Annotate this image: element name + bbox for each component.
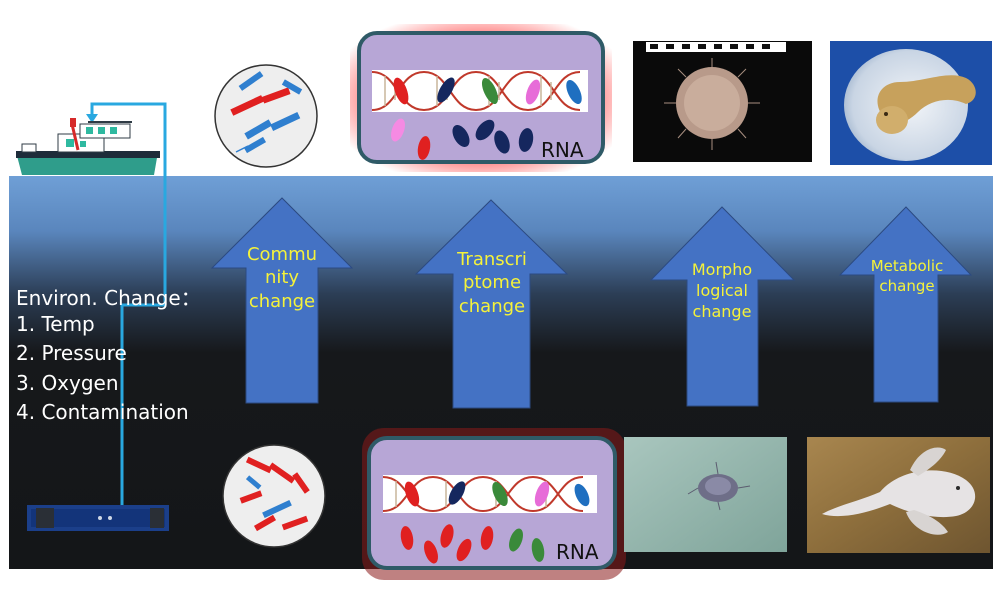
sensor-device-icon	[27, 505, 169, 531]
deep-rna-panel	[362, 428, 626, 580]
tether-arrowhead	[86, 114, 98, 123]
morphological-change-arrow	[649, 206, 796, 407]
surface-microbe-community-icon	[214, 64, 318, 168]
metabolic-change-label: Metabolic change	[870, 257, 944, 295]
transcriptome-change-arrow	[414, 199, 569, 409]
environment-item-pressure: 2. Pressure	[16, 341, 127, 365]
transcriptome-change-label: Transcri ptome change	[457, 249, 527, 317]
environment-item-temp: 1. Temp	[16, 312, 95, 336]
deep-rna-label: RNA	[556, 540, 599, 564]
metabolic-change-arrow	[838, 206, 973, 403]
ship-icon	[16, 118, 160, 175]
environment-item-oxygen: 3. Oxygen	[16, 371, 119, 395]
community-change-label: Commu nity change	[246, 244, 318, 312]
surface-rna-panel	[350, 24, 612, 172]
deep-microbe-community-icon	[222, 444, 326, 548]
tether-line	[90, 102, 167, 507]
environment-item-contamination: 4. Contamination	[16, 400, 189, 424]
deep-fish-photo	[807, 437, 990, 553]
surface-rna-label: RNA	[541, 138, 584, 162]
environment-change-title: Environ. Change：	[16, 286, 201, 310]
morphological-change-label: Morpho logical change	[691, 260, 753, 321]
sea-urchin-specimen-photo	[633, 41, 812, 162]
community-change-arrow	[210, 197, 354, 404]
fish-in-dish-photo	[830, 41, 992, 165]
deep-sea-urchin-photo	[624, 437, 787, 552]
